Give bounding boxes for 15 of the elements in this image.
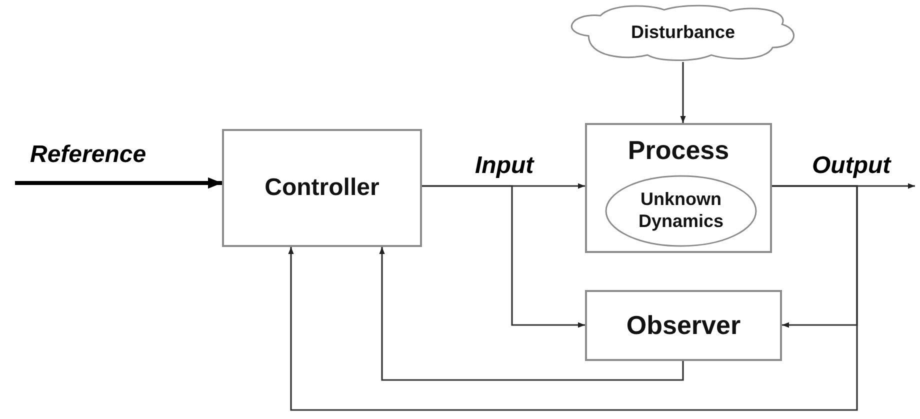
node-label: Unknown Dynamics bbox=[637, 189, 725, 233]
node-label: Disturbance bbox=[630, 22, 736, 44]
arrow bbox=[379, 247, 684, 381]
observer-box bbox=[585, 290, 782, 361]
node-label: Observer bbox=[626, 310, 741, 342]
node-label: Controller bbox=[264, 174, 380, 202]
arrow bbox=[680, 62, 686, 123]
ellipse-shape bbox=[605, 175, 757, 247]
arrow bbox=[422, 185, 585, 328]
arrow bbox=[288, 185, 858, 411]
controller-box bbox=[222, 129, 422, 247]
node-label: Process bbox=[628, 135, 730, 166]
process-box bbox=[585, 123, 772, 253]
arrow bbox=[15, 177, 222, 189]
edge-label: Output bbox=[812, 153, 891, 179]
